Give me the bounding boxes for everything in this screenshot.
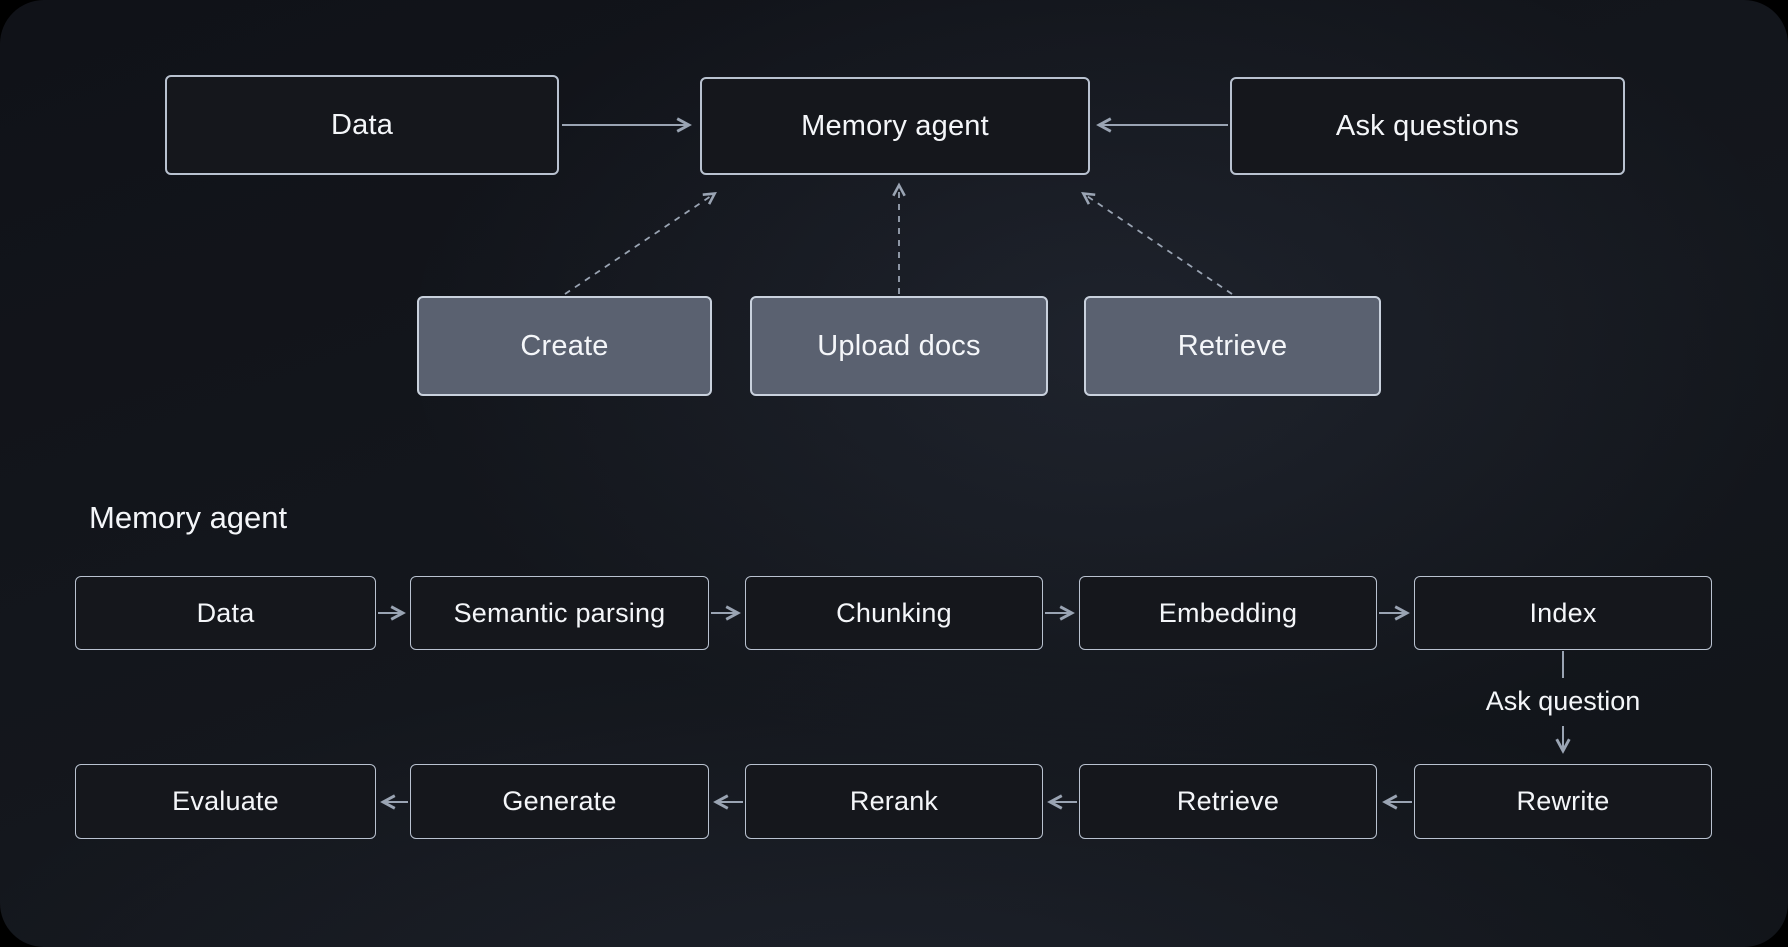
node-label: Generate (502, 786, 617, 816)
node-index: Index (1414, 576, 1712, 650)
node-label: Semantic parsing (453, 597, 666, 628)
node-rerank: Rerank (745, 764, 1043, 839)
node-evaluate: Evaluate (75, 764, 376, 839)
node-label: Chunking (836, 597, 952, 628)
node-semantic-parsing: Semantic parsing (410, 576, 709, 650)
arrow-create-to-memory-agent (564, 192, 717, 295)
node-embedding: Embedding (1079, 576, 1377, 650)
node-generate: Generate (410, 764, 709, 839)
node-ask-questions: Ask questions (1230, 77, 1625, 175)
node-label: Embedding (1158, 597, 1298, 628)
node-label: Data (196, 597, 255, 628)
node-label: Rerank (849, 786, 939, 816)
node-chunking: Chunking (745, 576, 1043, 650)
node-rewrite: Rewrite (1414, 764, 1712, 839)
node-label: Retrieve (1176, 786, 1280, 816)
node-label: Ask questions (1335, 109, 1520, 142)
node-create: Create (417, 296, 712, 396)
node-retrieve-action: Retrieve (1084, 296, 1381, 396)
node-label: Retrieve (1177, 329, 1288, 362)
node-upload-docs: Upload docs (750, 296, 1048, 396)
ask-question-label: Ask question (1485, 686, 1641, 716)
node-label: Index (1529, 597, 1597, 628)
node-label: Rewrite (1516, 786, 1610, 816)
node-label: Data (330, 108, 394, 141)
pipeline-section-title: Memory agent (89, 500, 288, 535)
node-memory-agent: Memory agent (700, 77, 1090, 175)
arrow-retrieve-to-memory-agent (1081, 192, 1233, 295)
node-label: Memory agent (801, 109, 989, 142)
node-label: Evaluate (172, 786, 279, 816)
node-label: Upload docs (817, 329, 981, 362)
node-pipeline-data: Data (75, 576, 376, 650)
node-label: Create (520, 329, 609, 362)
node-retrieve-step: Retrieve (1079, 764, 1377, 839)
node-data-source: Data (165, 75, 559, 175)
